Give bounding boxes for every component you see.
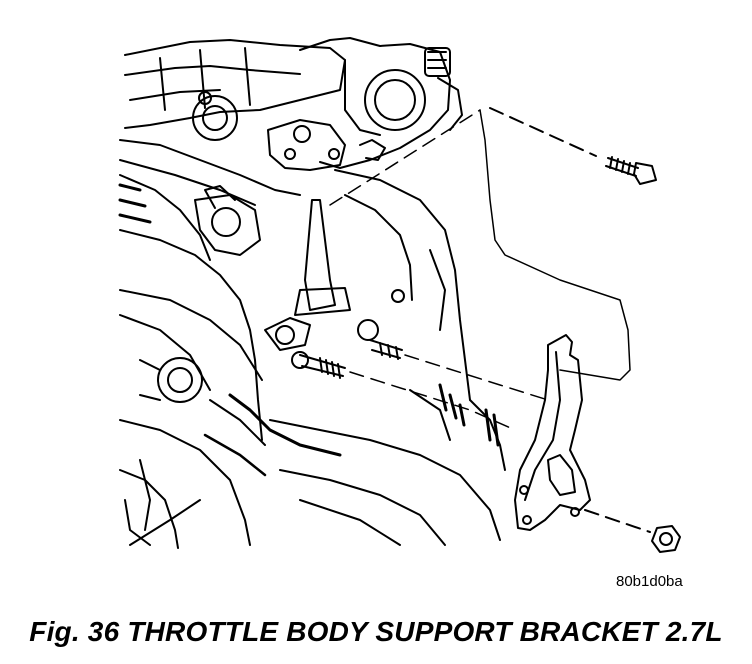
figure-reference-code: 80b1d0ba [616,573,683,590]
throttle-body-bracket-illustration [118,37,681,553]
stud-alignment-lines [349,354,549,431]
engine-assembly [118,37,506,549]
throttle-body-support-bracket [514,334,591,531]
upper-bolt [489,107,657,185]
figure-caption: Fig. 36 THROTTLE BODY SUPPORT BRACKET 2.… [29,616,723,647]
bracket-nut [584,509,681,553]
mounting-plane-outline [329,109,631,381]
